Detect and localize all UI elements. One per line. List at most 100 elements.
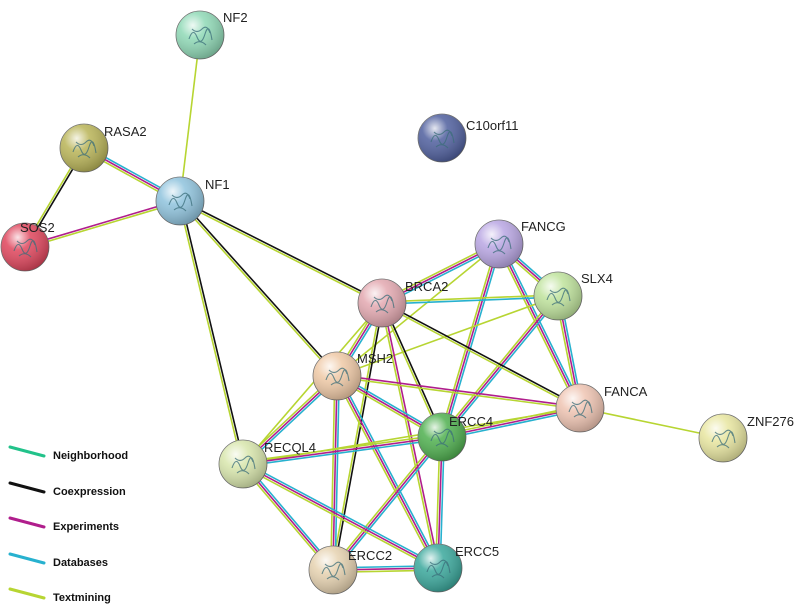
edge-line-databases — [243, 438, 443, 467]
protein-structure-icon — [487, 235, 512, 255]
edge-line-textmining — [330, 375, 336, 570]
edge-line-textmining — [179, 34, 201, 202]
edge-line-textmining — [381, 294, 558, 303]
node-ercc4[interactable]: ERCC4 — [417, 412, 493, 462]
protein-structure-icon — [321, 561, 346, 581]
legend-swatch — [8, 516, 46, 529]
node-c10orf11[interactable]: C10orf11 — [417, 113, 519, 163]
edge-MSH2-ERCC5 — [334, 374, 441, 570]
protein-structure-icon — [72, 139, 97, 159]
edge-NF1-RECQL4 — [178, 200, 245, 465]
legend-item-textmining: Textmining — [8, 587, 111, 604]
edge-line-experiments — [242, 436, 443, 465]
node-ercc2[interactable]: ERCC2 — [308, 545, 392, 595]
node-label: C10orf11 — [466, 118, 519, 133]
edge-SLX4-BRCA2 — [381, 294, 559, 305]
protein-structure-icon — [168, 192, 193, 212]
edge-line-textmining — [178, 201, 243, 465]
node-shading — [414, 544, 462, 592]
node-nf1[interactable]: NF1 — [155, 176, 230, 226]
edge-line-databases — [382, 296, 559, 305]
legend-item-neighborhood: Neighborhood — [8, 445, 128, 462]
node-fancg[interactable]: FANCG — [474, 219, 566, 269]
node-label: BRCA2 — [405, 279, 448, 294]
node-label: MSH2 — [357, 351, 393, 366]
edge-line-textmining — [381, 303, 580, 410]
node-shading — [1, 223, 49, 271]
node-shading — [313, 352, 361, 400]
edge-line-coexpression — [382, 301, 581, 408]
edge-line-textmining — [242, 302, 383, 465]
edge-line-coexpression — [333, 303, 384, 571]
edge-line-experiments — [24, 199, 180, 247]
edge-line-coexpression — [180, 199, 383, 303]
node-znf276[interactable]: ZNF276 — [698, 413, 794, 463]
edge-line-textmining — [331, 302, 382, 570]
node-shading — [219, 440, 267, 488]
node-label: RECQL4 — [264, 440, 316, 455]
edge-MSH2-FANCA — [336, 374, 581, 410]
legend-swatch — [8, 481, 46, 494]
edge-NF2-NF1 — [179, 34, 201, 202]
node-ercc5[interactable]: ERCC5 — [413, 543, 499, 593]
node-label: FANCG — [521, 219, 566, 234]
edge-line-databases — [243, 461, 440, 567]
edge-NF1-BRCA2 — [179, 199, 383, 305]
node-shading — [60, 124, 108, 172]
edge-BRCA2-RECQL4 — [242, 302, 383, 465]
node-shading — [176, 11, 224, 59]
edge-BRCA2-ERCC4 — [380, 302, 444, 438]
node-sos2[interactable]: SOS2 — [0, 220, 55, 272]
edge-line-textmining — [336, 243, 500, 377]
node-shading — [534, 272, 582, 320]
legend: NeighborhoodCoexpressionExperimentsDatab… — [8, 445, 128, 604]
edge-line-databases — [334, 437, 445, 572]
node-label: RASA2 — [104, 124, 147, 139]
node-shading — [156, 177, 204, 225]
node-brca2[interactable]: BRCA2 — [357, 278, 448, 328]
node-label: FANCA — [604, 384, 648, 399]
edge-line-experiments — [332, 375, 338, 571]
edge-line-textmining — [241, 465, 438, 571]
edge-RECQL4-ERCC5 — [241, 461, 440, 571]
legend-label: Experiments — [53, 521, 119, 533]
legend-swatch — [8, 552, 46, 565]
edge-line-experiments — [336, 375, 439, 569]
edge-line-coexpression — [180, 200, 245, 464]
node-shading — [556, 384, 604, 432]
edge-line-coexpression — [180, 199, 339, 376]
node-label: ZNF276 — [747, 414, 794, 429]
node-shading — [699, 414, 747, 462]
node-label: ERCC4 — [449, 414, 493, 429]
edge-BRCA2-FANCA — [381, 301, 581, 410]
node-fanca[interactable]: FANCA — [555, 383, 648, 433]
edge-ERCC4-RECQL4 — [242, 434, 443, 467]
protein-structure-icon — [430, 428, 455, 448]
edge-line-textmining — [178, 201, 337, 378]
protein-structure-icon — [546, 287, 571, 307]
node-recql4[interactable]: RECQL4 — [218, 439, 316, 489]
node-rasa2[interactable]: RASA2 — [59, 123, 147, 173]
legend-swatch — [8, 587, 46, 600]
edge-line-coexpression — [382, 302, 444, 437]
edge-line-textmining — [380, 303, 442, 438]
protein-structure-icon — [430, 129, 455, 149]
edge-line-experiments — [441, 243, 500, 438]
node-msh2[interactable]: MSH2 — [312, 351, 393, 401]
edge-line-textmining — [25, 201, 181, 249]
node-nf2[interactable]: NF2 — [175, 10, 248, 60]
node-shading — [418, 114, 466, 162]
node-label: SOS2 — [20, 220, 55, 235]
node-label: ERCC2 — [348, 548, 392, 563]
node-label: SLX4 — [581, 271, 613, 286]
edge-line-textmining — [496, 244, 579, 410]
edge-line-databases — [500, 242, 583, 408]
legend-item-experiments: Experiments — [8, 516, 119, 533]
edge-line-textmining — [336, 376, 580, 410]
legend-label: Textmining — [53, 592, 111, 604]
node-slx4[interactable]: SLX4 — [533, 271, 613, 321]
node-label: NF2 — [223, 10, 248, 25]
edge-line-databases — [334, 376, 340, 571]
